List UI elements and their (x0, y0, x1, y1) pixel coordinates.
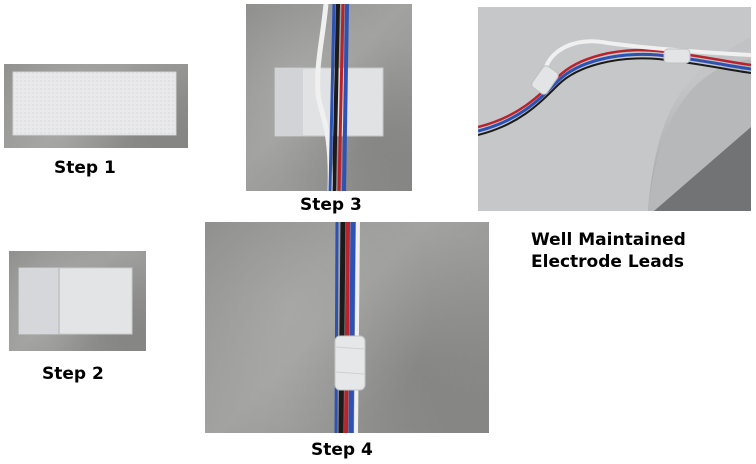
step-2-photo (9, 251, 146, 351)
step-3-caption: Step 3 (300, 195, 362, 215)
step-1-photo (4, 64, 188, 148)
maintained-leads-photo (478, 7, 751, 211)
step-3-photo (246, 4, 412, 191)
step-1-caption: Step 1 (54, 158, 116, 178)
step-4-caption: Step 4 (311, 440, 373, 460)
maintained-caption-line-2: Electrode Leads (531, 252, 684, 272)
maintained-caption-line-1: Well Maintained (531, 230, 686, 250)
step-2-caption: Step 2 (42, 364, 104, 384)
maintained-leads-caption: Well Maintained Electrode Leads (531, 229, 686, 273)
step-4-photo (205, 222, 489, 433)
